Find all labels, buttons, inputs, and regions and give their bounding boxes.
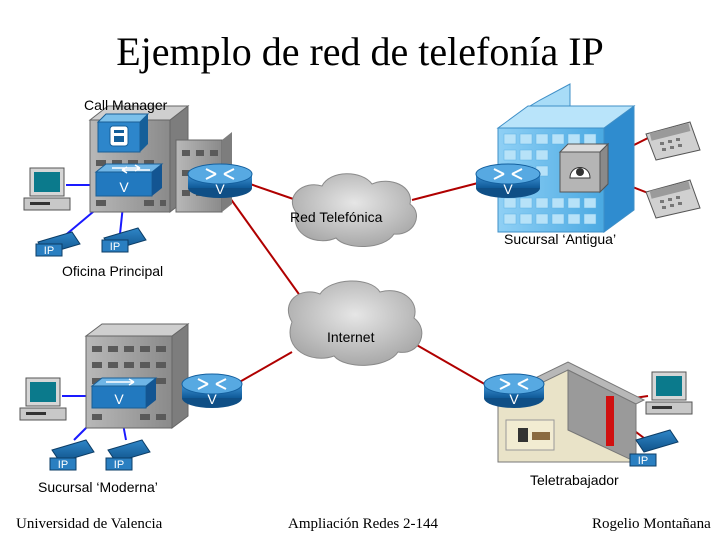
link-internet-router-bottom [235, 351, 293, 385]
switch-moderna: V [90, 377, 158, 409]
ip-phone-moderna-2: IP [105, 439, 151, 471]
router-antigua: V [475, 163, 541, 198]
label-sucursal-antigua: Sucursal ‘Antigua’ [504, 231, 616, 247]
ip-phone-main-1-mark: IP [44, 245, 54, 257]
slide-title: Ejemplo de red de telefonía IP [116, 29, 604, 74]
link-router-internet-main [229, 197, 307, 305]
ip-phone-moderna-1: IP [49, 439, 95, 471]
router-main: V [187, 163, 253, 198]
ip-phone-teletrabajador-mark: IP [638, 455, 648, 467]
link-pstn-router-antigua [411, 182, 479, 201]
footer-course: Ampliación Redes 2-144 [288, 516, 438, 532]
router-antigua-mark: V [503, 181, 513, 197]
call-manager-server [96, 113, 150, 153]
ip-phone-main-2-mark: IP [110, 241, 120, 253]
label-call-manager: Call Manager [84, 97, 168, 113]
switch-moderna-mark: V [114, 391, 124, 407]
building-antigua [496, 83, 636, 233]
label-sucursal-moderna: Sucursal ‘Moderna’ [38, 479, 158, 495]
label-teletrabajador: Teletrabajador [530, 472, 619, 488]
ip-phone-teletrabajador: IP [629, 429, 679, 467]
label-internet: Internet [327, 329, 375, 345]
pc-main [23, 167, 71, 211]
pc-moderna [19, 377, 67, 421]
switch-main-mark: V [119, 179, 129, 195]
ip-phone-moderna-1-mark: IP [58, 459, 68, 471]
link-internet-router-tele [407, 339, 489, 387]
router-moderna: V [181, 373, 243, 408]
pc-teletrabajador [645, 371, 693, 415]
pbx-antigua [558, 142, 610, 194]
ip-phone-moderna-2-mark: IP [114, 459, 124, 471]
router-teletrabajador: V [483, 373, 545, 408]
analog-phone-antigua-1 [645, 121, 701, 161]
footer-university: Universidad de Valencia [16, 516, 163, 532]
router-moderna-mark: V [207, 391, 217, 407]
label-oficina-principal: Oficina Principal [62, 263, 163, 279]
router-main-mark: V [215, 181, 225, 197]
footer-author: Rogelio Montañana [592, 516, 711, 532]
cloud-internet [287, 280, 423, 366]
label-red-telefonica: Red Telefónica [290, 209, 383, 225]
switch-main: V [94, 163, 164, 197]
ip-phone-main-2: IP [101, 227, 147, 253]
cloud-red-telefonica [291, 173, 417, 248]
router-teletrabajador-mark: V [509, 391, 519, 407]
ip-phone-main-1: IP [35, 231, 81, 257]
analog-phone-antigua-2 [645, 179, 701, 219]
building-moderna [84, 323, 190, 429]
